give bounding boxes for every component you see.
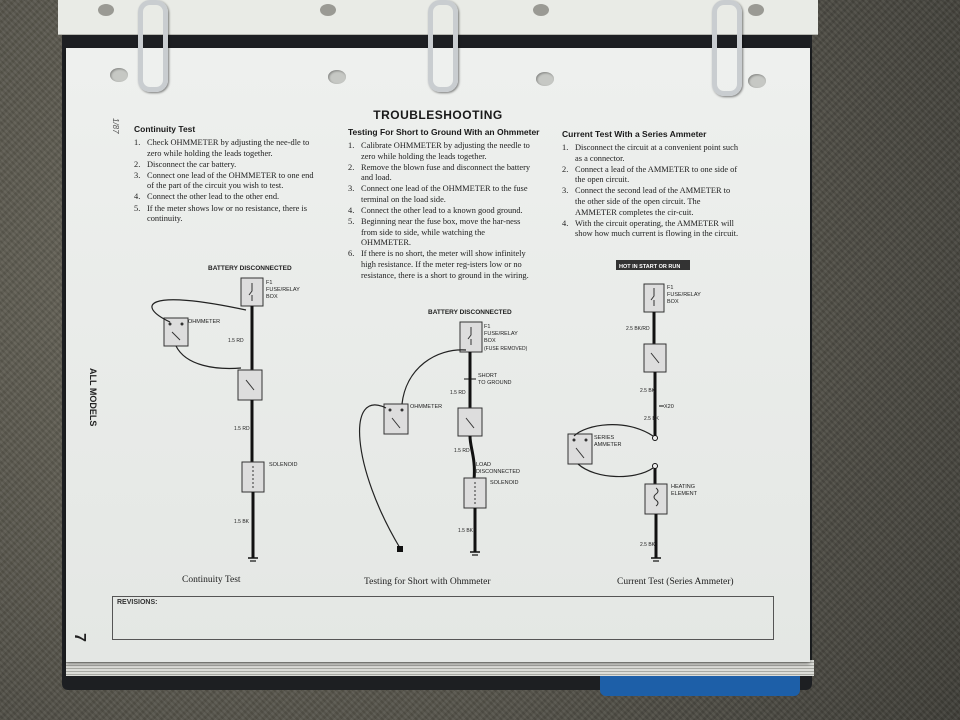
fuse-label: BOX <box>667 299 679 305</box>
binder-ring <box>138 0 168 92</box>
meter-label: SERIES <box>594 435 615 441</box>
page-number: 7 <box>71 633 88 642</box>
binder-ring <box>712 0 742 96</box>
meter-lead <box>573 424 654 437</box>
short-test-caption: Testing for Short with Ohmmeter <box>364 577 491 587</box>
wire-label: 1.5 BK <box>458 528 474 534</box>
step-item: 2.Disconnect the car battery. <box>134 159 237 169</box>
step-item: 3.Connect the second lead of the AMMETER… <box>562 186 731 217</box>
wire-label: 1.5 RD <box>450 390 466 396</box>
punch-hole <box>748 74 766 88</box>
current-test-caption: Current Test (Series Ammeter) <box>617 577 734 587</box>
meter-lead <box>175 345 242 370</box>
fuse-label: F1 <box>667 285 673 291</box>
fuse-label: FUSE/RELAY <box>667 292 701 298</box>
step-item: 3.Connect one lead of the OHMMETER to on… <box>134 170 314 191</box>
punch-hole <box>320 4 336 16</box>
step-item: 6.If there is no short, the meter will s… <box>348 249 529 280</box>
wire-label: 1.5 BK <box>234 519 250 525</box>
diagram-header: BATTERY DISCONNECTED <box>208 265 292 272</box>
short-test-heading: Testing For Short to Ground With an Ohmm… <box>348 127 540 137</box>
current-test-diagram: HOT IN START OR RUN F1 FUSE/RELAY BOX 2.… <box>567 260 701 562</box>
ohmmeter <box>383 403 409 435</box>
load-label: LOAD <box>476 462 491 468</box>
short-test-diagram: BATTERY DISCONNECTED F1 FUSE/RELAY BOX (… <box>359 309 528 556</box>
meter-label: OHMMETER <box>188 319 220 325</box>
continuity-heading: Continuity Test <box>134 124 196 134</box>
wire-label: 2.5 BK <box>640 388 656 394</box>
meter-lead <box>577 463 654 478</box>
revisions-box: REVISIONS: <box>112 596 774 640</box>
step-item: 3.Connect one lead of the OHMMETER to th… <box>348 184 528 204</box>
fuse-label: FUSE/RELAY <box>484 331 518 337</box>
load-label: DISCONNECTED <box>476 469 520 475</box>
fuse-box <box>459 321 483 353</box>
open-terminal <box>652 435 658 441</box>
revisions-label: REVISIONS: <box>117 599 158 606</box>
step-item: 1.Check OHMMETER by adjusting the nee-dl… <box>134 138 310 158</box>
step-item: 4.Connect the other lead to a known good… <box>348 206 523 216</box>
element-label: ELEMENT <box>671 491 698 497</box>
current-test-heading: Current Test With a Series Ammeter <box>562 129 707 139</box>
meter-lead <box>151 299 247 323</box>
ammeter <box>567 433 593 465</box>
continuity-caption: Continuity Test <box>182 575 241 585</box>
wire-label: 2.5 BK <box>640 542 656 548</box>
fuse-label: F1 <box>484 324 490 330</box>
solenoid-label: SOLENOID <box>269 462 297 468</box>
connector-label: X20 <box>664 404 674 410</box>
wire-label: 1.5 RD <box>454 448 470 454</box>
step-item: 4.With the circuit operating, the AMMETE… <box>562 218 739 239</box>
wire-label: 1.5 RD <box>228 338 244 344</box>
stacked-page-edges <box>66 660 814 676</box>
ground-clip <box>397 546 403 552</box>
short-label: TO GROUND <box>478 380 512 386</box>
fuse-box <box>240 277 264 307</box>
step-item: 4.Connect the other lead to the other en… <box>134 192 280 202</box>
open-terminal <box>652 463 658 469</box>
solenoid-label: SOLENOID <box>490 480 518 486</box>
punch-hole <box>328 70 346 84</box>
fuse-label: F1 <box>266 280 272 286</box>
step-item: 2.Connect a lead of the AMMETER to one s… <box>562 164 738 185</box>
manual-page: TROUBLESHOOTING 1/87 ALL MODELS Continui… <box>66 48 810 662</box>
fuse-label: FUSE/RELAY <box>266 287 300 293</box>
wire-label: 1.5 RD <box>234 426 250 432</box>
punch-hole <box>748 4 764 16</box>
hot-badge-text: HOT IN START OR RUN <box>619 264 680 270</box>
current-test-steps: 1.Disconnect the circuit at a convenient… <box>562 143 742 240</box>
punch-hole <box>536 72 554 86</box>
punch-hole <box>110 68 128 82</box>
wire-label: 2.5 BK/RD <box>626 326 650 332</box>
meter-label: AMMETER <box>594 442 622 448</box>
punch-hole <box>533 4 549 16</box>
meter-lead <box>401 349 467 405</box>
step-item: 1.Calibrate OHMMETER by adjusting the ne… <box>348 141 530 161</box>
wiring-diagrams: BATTERY DISCONNECTED F1 FUSE/RELAY BOX 1… <box>151 260 701 562</box>
wire <box>468 435 476 481</box>
fuse-label: BOX <box>266 294 278 300</box>
wire-label: 2.5 BK <box>644 416 660 422</box>
diagram-header: BATTERY DISCONNECTED <box>428 309 512 316</box>
fuse-label: BOX <box>484 338 496 344</box>
step-item: 5.Beginning near the fuse box, move the … <box>348 217 521 248</box>
meter-label: OHMMETER <box>410 404 442 410</box>
meter-lead <box>359 404 401 549</box>
step-item: 2.Remove the blown fuse and disconnect t… <box>348 162 531 183</box>
binder-ring <box>428 0 458 92</box>
page-title: TROUBLESHOOTING <box>373 108 503 122</box>
short-test-steps: 1.Calibrate OHMMETER by adjusting the ne… <box>348 141 532 282</box>
punch-hole <box>98 4 114 16</box>
hot-badge <box>616 260 690 270</box>
short-label: SHORT <box>478 373 498 379</box>
step-item: 5.If the meter shows low or no resistanc… <box>134 203 308 224</box>
fuse-label: (FUSE REMOVED) <box>484 346 528 352</box>
step-item: 1.Disconnect the circuit at a convenient… <box>562 143 739 163</box>
switch <box>457 407 483 437</box>
ohmmeter <box>163 317 189 347</box>
continuity-diagram: BATTERY DISCONNECTED F1 FUSE/RELAY BOX 1… <box>151 265 300 562</box>
element-label: HEATING <box>671 484 695 490</box>
continuity-steps: 1.Check OHMMETER by adjusting the nee-dl… <box>134 138 322 225</box>
